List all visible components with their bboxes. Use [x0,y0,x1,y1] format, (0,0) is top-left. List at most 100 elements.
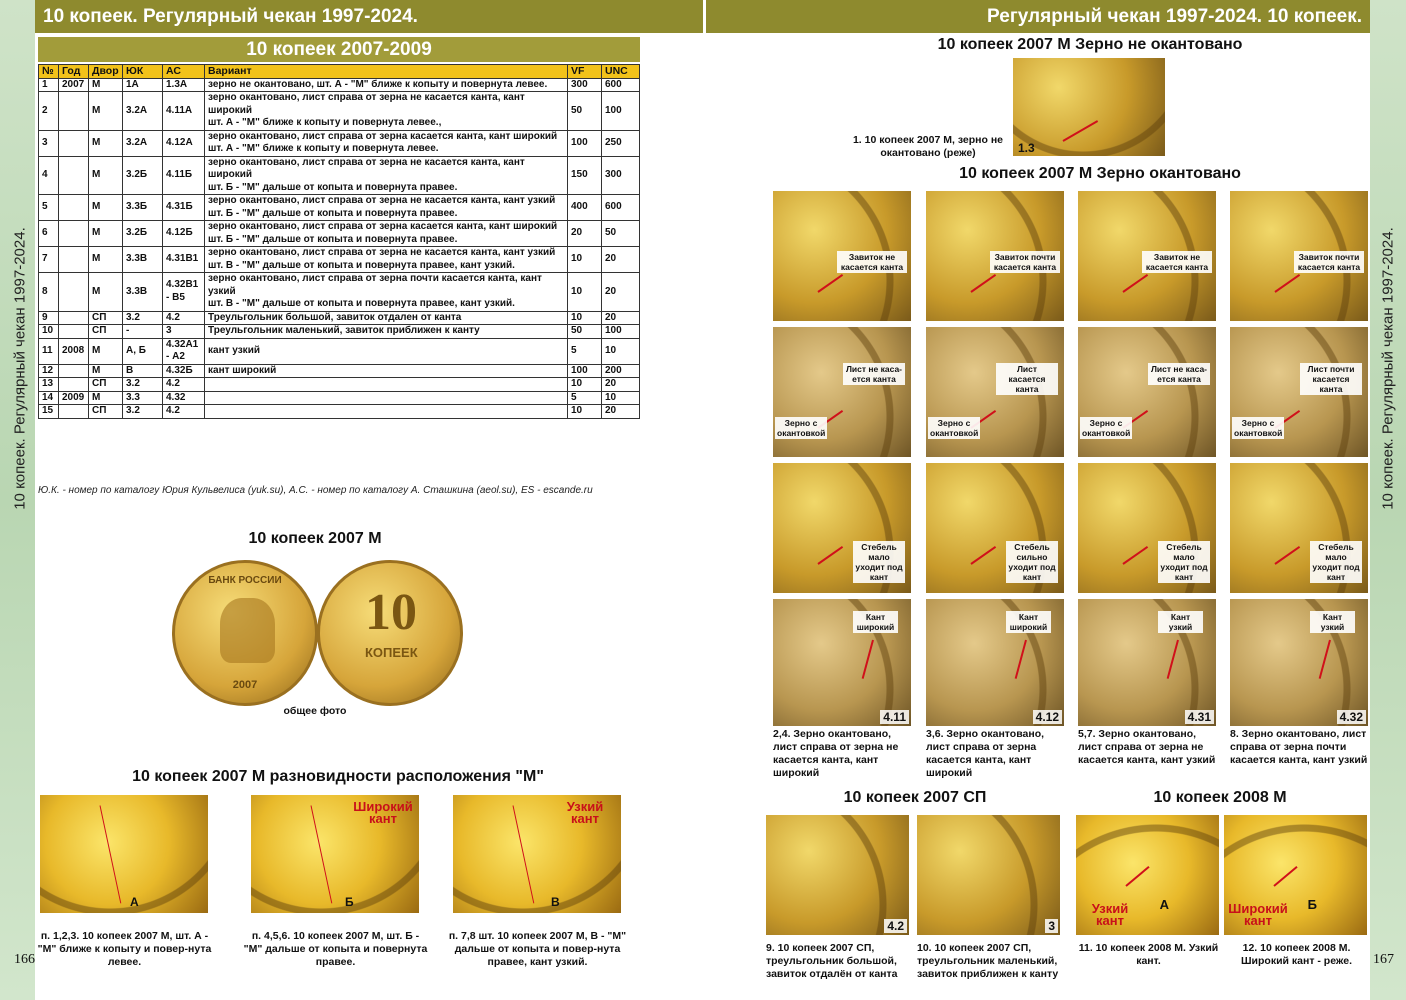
table-cell: 50 [567,91,602,131]
red-guide-line [512,805,535,904]
table-cell: 3.2А [122,129,163,157]
grid-caption: 5,7. Зерно окантовано, лист справа от зе… [1078,728,1216,766]
photo-number: 4.11 [880,710,909,724]
callout-label: Завиток не касается канта [1142,251,1212,273]
red-arrow-icon [1122,273,1149,293]
bottom-photo: 4.2 [766,815,909,935]
column-header: VF [567,64,602,79]
callout-label: Кант узкий [1158,611,1203,633]
table-cell: СП [88,377,123,392]
grid-caption: 8. Зерно окантовано, лист справа от зерн… [1230,728,1368,766]
table-cell: 1.3А [162,77,205,92]
callout-label-2: Зерно с окантовкой [775,417,827,439]
red-arrow-icon [1125,865,1150,887]
variant-detail-photo: Завиток не касается канта [773,191,911,321]
variant-detail-photo: Стебель мало уходит под кант [773,463,911,593]
variant-caption: п. 7,8 шт. 10 копеек 2007 М, В - "М" дал… [448,930,627,968]
table-footnote: Ю.К. - номер по каталогу Юрия Кульвелиса… [38,485,593,496]
left-side-text: 10 копеек. Регулярный чекан 1997-2024. [11,227,29,510]
red-arrow-icon [1014,639,1027,679]
right-title-1: 10 копеек 2007 М Зерно не окантовано [937,36,1243,53]
table-cell: 2 [38,91,59,131]
right-page-header: Регулярный чекан 1997-2024. 10 копеек. [706,0,1370,33]
table-cell: зерно окантовано, лист справа от зерна н… [204,194,568,221]
table-cell: 15 [38,404,59,419]
table-cell: 7 [38,246,59,273]
bottom-note: Узкий кант [1091,901,1129,928]
table-cell: 20 [601,377,640,392]
table-cell [58,129,89,157]
coin-caption: общее фото [283,705,347,717]
table-cell: 12 [38,363,59,378]
bottom-caption: 10. 10 копеек 2007 СП, треульгольник мал… [917,942,1059,980]
bottom-note: Широкий кант [1228,901,1288,928]
table-cell: 4.2 [162,310,205,325]
photo-grain-not-edged [1013,58,1165,156]
variant-note: Широкий кант [353,799,413,826]
table-cell [58,272,89,312]
table-cell: 10 [567,272,602,312]
table-cell: 3.3Б [122,194,163,221]
table-cell [58,155,89,195]
table-cell: 14 [38,390,59,405]
right-margin-strip [1370,0,1406,1000]
callout-label: Кант широкий [853,611,898,633]
callout-label: Стебель мало уходит под кант [853,541,905,583]
table-cell [58,363,89,378]
table-cell: А, Б [122,337,163,365]
table-cell: 4 [38,155,59,195]
callout-label: Кант широкий [1006,611,1051,633]
table-cell: 4.32Б [162,363,205,378]
page-number-right: 167 [1373,952,1394,967]
variant-caption: п. 4,5,6. 10 копеек 2007 М, шт. Б - "М" … [243,930,428,968]
table-cell: 10 [601,390,640,405]
table-cell: 4.2 [162,404,205,419]
variants-title: 10 копеек 2007 М разновидности расположе… [132,768,544,785]
bottom-photo: 3 [917,815,1060,935]
table-cell: 10 [567,377,602,392]
variant-caption: п. 1,2,3. 10 копеек 2007 М, шт. А - "М" … [37,930,212,968]
variant-detail-photo: Кант широкий 4.11 [773,599,911,726]
table-cell: СП [88,404,123,419]
callout-label-2: Зерно с окантовкой [928,417,980,439]
coin-obverse-legend: БАНК РОССИИ [208,575,282,586]
table-cell: 4.11Б [162,155,205,195]
red-arrow-icon [1166,639,1179,679]
callout-label: Лист не каса-ется канта [843,363,905,385]
callout-label: Завиток почти касается канта [990,251,1060,273]
variant-letter: А [130,895,139,909]
table-cell: М [88,246,123,273]
red-arrow-icon [861,639,874,679]
variant-detail-photo: Стебель сильно уходит под кант [926,463,1064,593]
table-cell [58,324,89,339]
table-cell: 10 [601,337,640,365]
bottom-caption: 9. 10 копеек 2007 СП, треульгольник боль… [766,942,898,980]
table-cell: М [88,272,123,312]
table-cell: 100 [567,363,602,378]
table-cell: 3 [162,324,205,339]
table-cell: 1 [38,77,59,92]
table-cell: 600 [601,194,640,221]
callout-label: Стебель сильно уходит под кант [1006,541,1058,583]
table-cell: - [122,324,163,339]
table-cell: 2008 [58,337,89,365]
table-cell: зерно окантовано, лист справа от зерна к… [204,129,568,157]
column-header: ЮК [122,64,163,79]
george-figure [220,598,275,663]
table-cell: 5 [567,390,602,405]
callout-label: Стебель мало уходит под кант [1158,541,1210,583]
table-cell: 2007 [58,77,89,92]
